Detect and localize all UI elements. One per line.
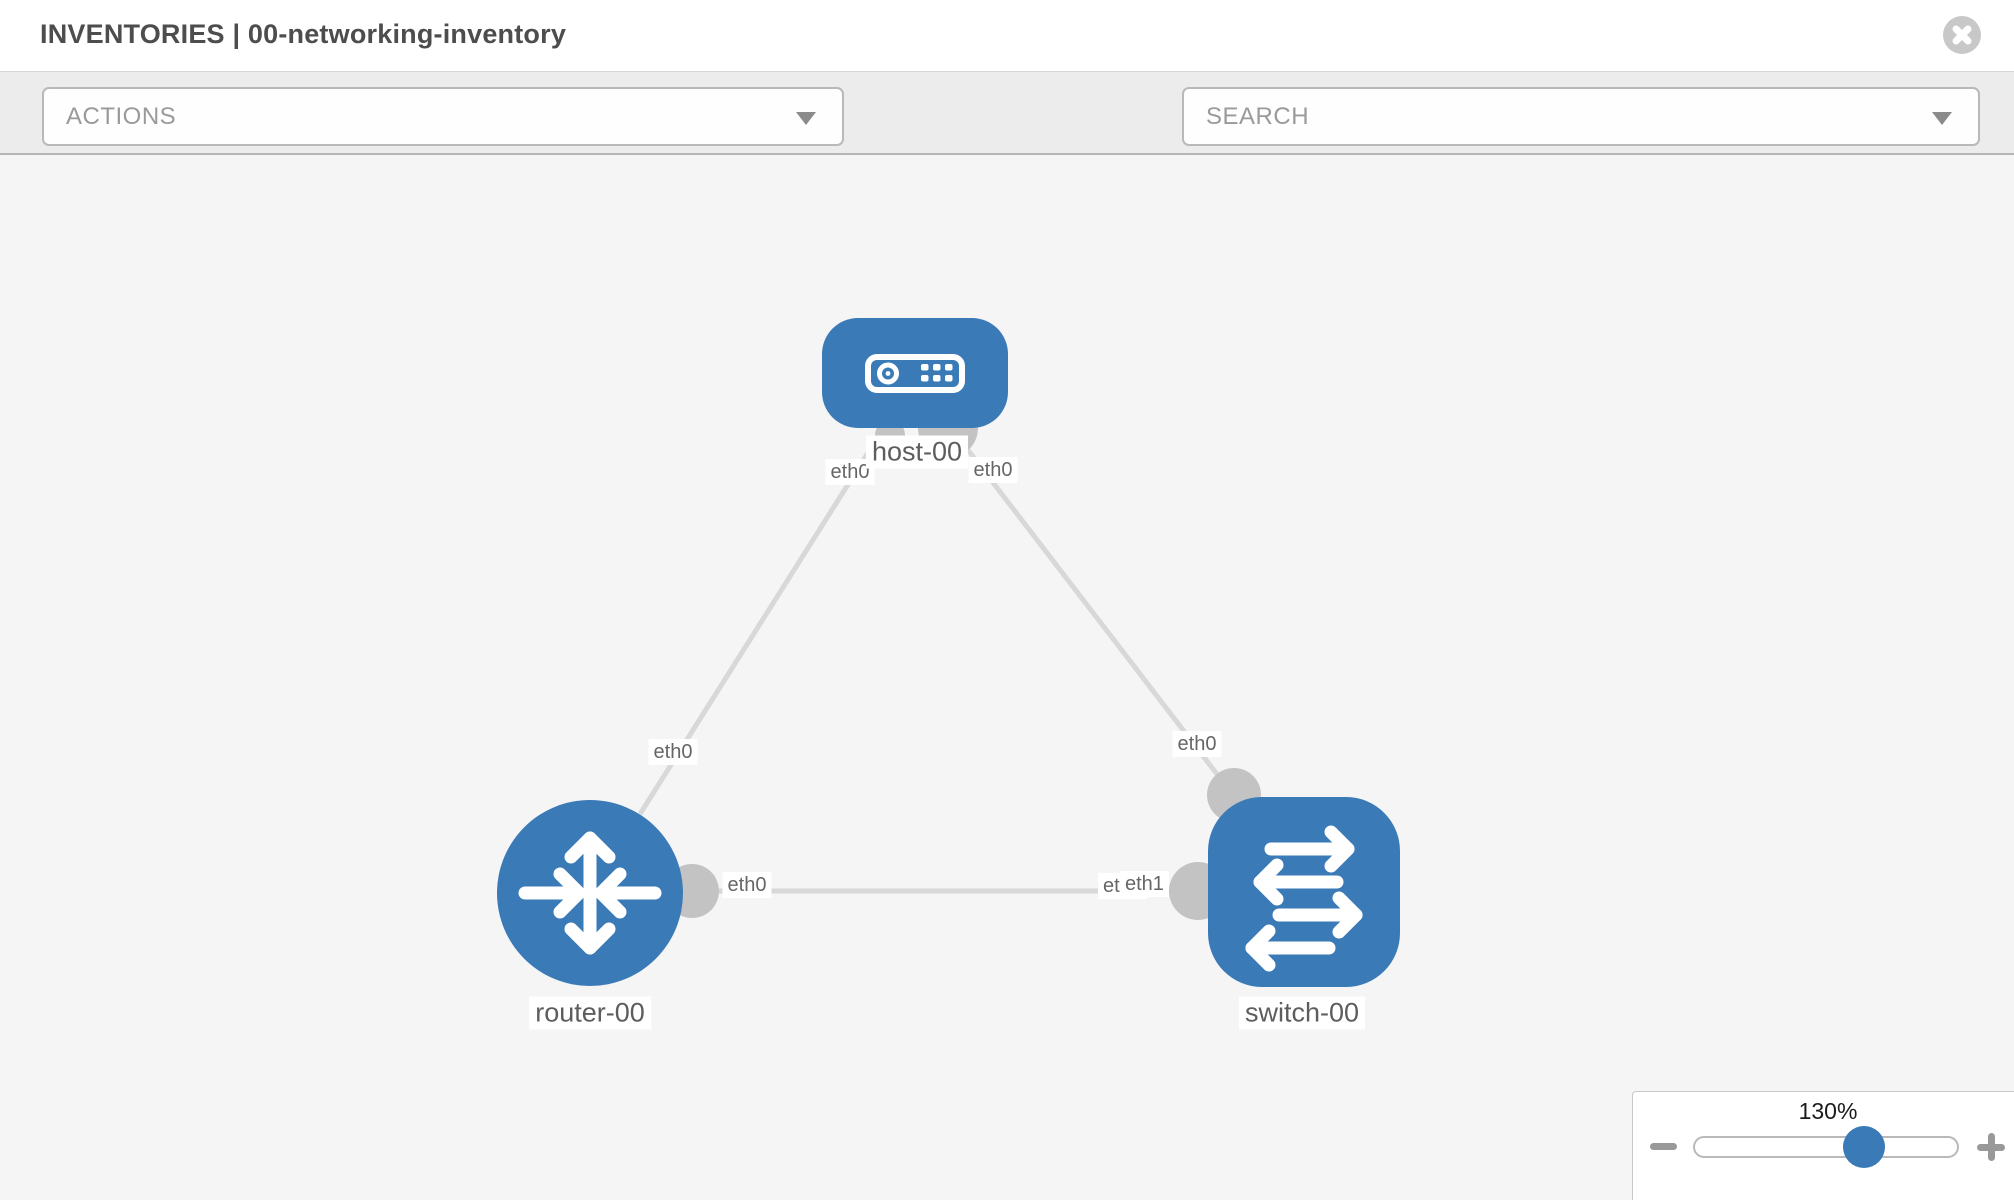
interface-label-router-top: eth0 (648, 739, 698, 765)
toolbar: ACTIONS (0, 71, 2014, 203)
switch-icon (1245, 825, 1363, 972)
node-label-switch-00: switch-00 (1238, 996, 1366, 1030)
node-switch-00[interactable] (1208, 797, 1400, 987)
node-host-00[interactable] (822, 318, 1008, 428)
zoom-in-button[interactable] (1977, 1133, 2005, 1161)
node-router-00[interactable] (497, 800, 683, 986)
search-dropdown-label: SEARCH (1206, 102, 1310, 130)
page-header: INVENTORIES | 00-networking-inventory (0, 0, 2014, 71)
search-dropdown[interactable]: SEARCH (1182, 87, 1980, 146)
caret-down-icon (1932, 111, 1952, 125)
zoom-out-button[interactable] (1650, 1143, 1677, 1150)
close-icon (1952, 25, 1972, 45)
host-icon (865, 354, 965, 393)
caret-down-icon (796, 111, 816, 125)
zoom-slider-track[interactable] (1693, 1136, 1959, 1158)
node-label-router-00: router-00 (529, 996, 651, 1030)
interface-label-switch-top: eth0 (1172, 731, 1222, 757)
close-button[interactable] (1943, 16, 1981, 54)
actions-dropdown[interactable]: ACTIONS (42, 87, 844, 146)
topology-canvas[interactable]: eth0 eth0 eth0 eth0 eth0 eth0 eth1 host-… (0, 155, 2014, 1200)
interface-label-switch-left-front: eth1 (1120, 871, 1169, 897)
interface-label-host-right: eth0 (968, 457, 1018, 483)
router-icon (518, 831, 662, 955)
zoom-panel: 130% (1632, 1091, 2014, 1200)
interface-label-router-right: eth0 (722, 872, 772, 898)
actions-dropdown-label: ACTIONS (66, 102, 177, 130)
page-title: INVENTORIES | 00-networking-inventory (40, 19, 567, 49)
interface-label-host-left: eth0 (825, 459, 875, 485)
zoom-value: 130% (1798, 1098, 1858, 1124)
zoom-slider-thumb[interactable] (1843, 1126, 1885, 1168)
node-label-host-00: host-00 (865, 435, 969, 469)
